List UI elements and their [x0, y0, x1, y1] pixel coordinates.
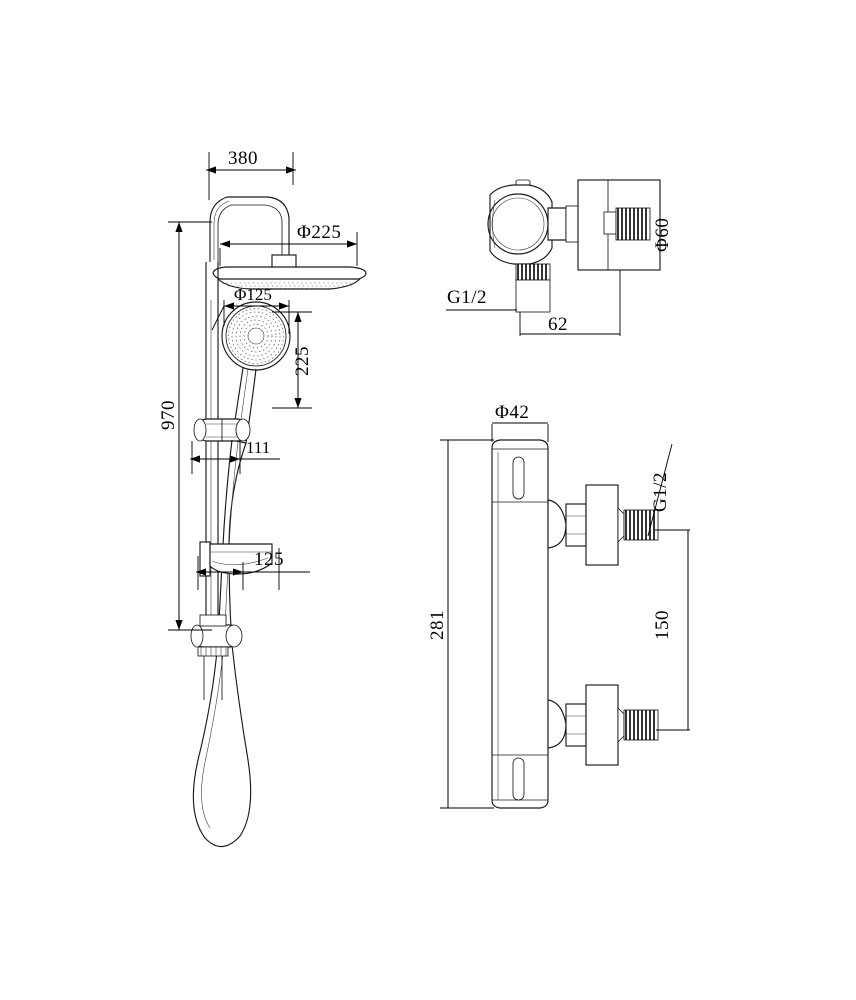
handset-slider-bracket	[193, 418, 251, 442]
dimension-holder-111: 111	[190, 438, 280, 474]
dimension-label-150: 150	[652, 610, 673, 640]
valve-plan-view: Φ60 G1/2 62	[446, 179, 673, 336]
dimension-label-970: 970	[158, 400, 179, 430]
dimension-label-125: 125	[254, 549, 284, 570]
dimension-label-g12-top: G1/2	[447, 287, 487, 308]
valve-bottom-inlet	[515, 263, 551, 313]
dimension-overhead-dia-225: Φ225	[219, 222, 358, 266]
overhead-shower-head	[212, 254, 367, 290]
dimension-reach-380: 380	[206, 148, 296, 200]
dimension-label-dia-42: Φ42	[495, 402, 529, 423]
dimension-drop-225: 225	[272, 311, 313, 409]
hose-outlet-elbow	[190, 614, 243, 700]
soap-dish-shelf	[199, 541, 273, 577]
gooseneck-arm	[209, 196, 290, 262]
mixer-lower-inlet	[547, 684, 659, 766]
dimension-body-length-281: 281	[427, 439, 494, 809]
dimension-projection-62: 62	[519, 270, 621, 336]
dimension-label-dia-60: Φ60	[652, 218, 673, 252]
dimension-label-dia-225: Φ225	[297, 222, 341, 243]
dimension-label-225: 225	[292, 346, 313, 376]
dimension-label-62: 62	[548, 314, 568, 335]
dimension-thread-g12-top: G1/2	[446, 287, 517, 311]
dimension-label-380: 380	[228, 148, 258, 169]
dimension-label-g12-inlet: G1/2	[650, 472, 671, 512]
dimension-flange-dia-60: Φ60	[652, 218, 673, 252]
main-elevation-view: 380	[158, 148, 367, 848]
mixer-upper-inlet	[547, 484, 659, 566]
dimension-total-height-970: 970	[158, 221, 212, 631]
dimension-label-dia-125: Φ125	[234, 285, 272, 304]
riser-rail	[205, 262, 219, 650]
dimension-body-dia-42: Φ42	[491, 402, 549, 442]
dimension-handset-dia-125: Φ125	[211, 285, 290, 334]
dimension-label-111: 111	[246, 438, 270, 457]
dimension-soap-dish-125: 125	[196, 548, 310, 590]
valve-wall-flange	[577, 179, 661, 271]
mixer-body	[491, 439, 549, 809]
dimension-label-281: 281	[427, 610, 448, 640]
mixer-elevation-view: Φ42	[427, 402, 690, 809]
dimension-inlet-centres-150: 150	[652, 529, 690, 731]
valve-handle	[487, 179, 553, 265]
